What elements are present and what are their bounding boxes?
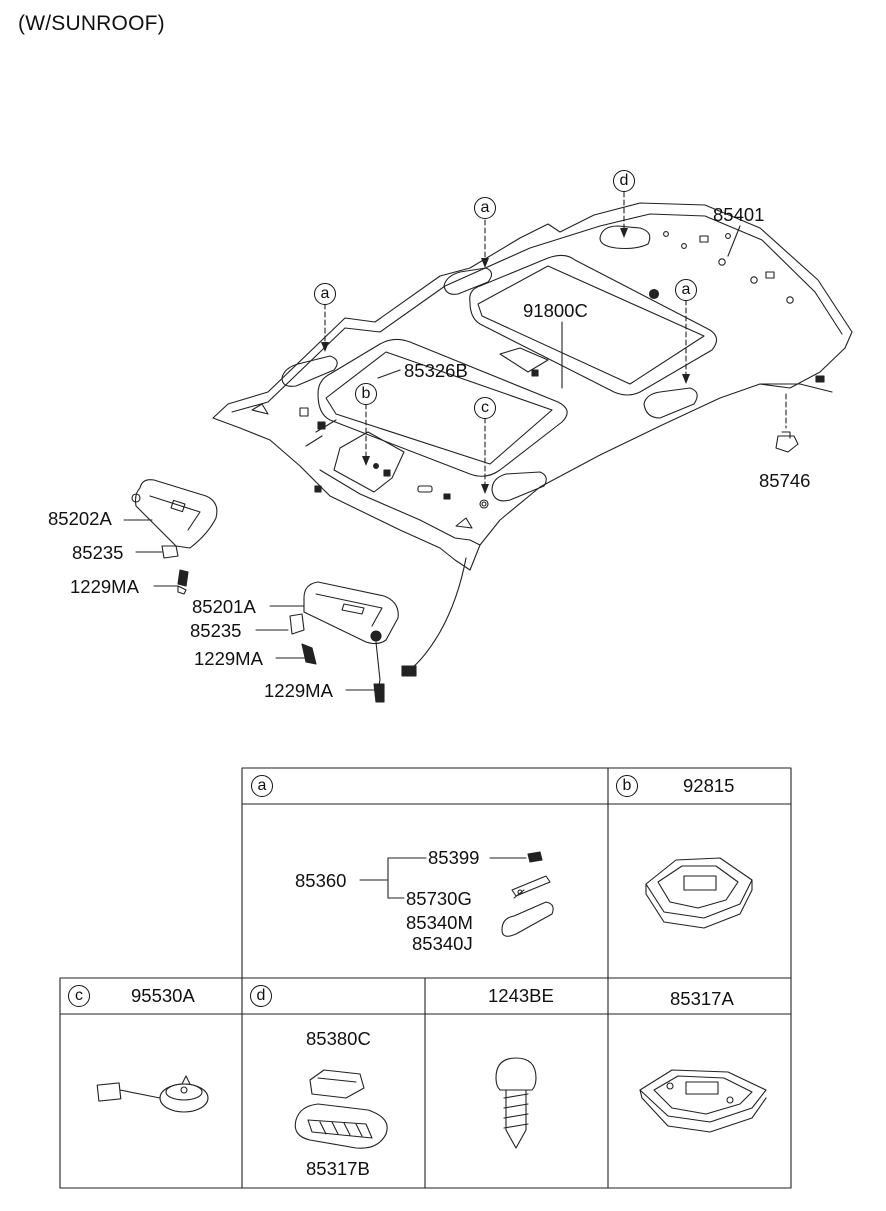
callout-d: d [613, 170, 635, 192]
part-label-91800C: 91800C [523, 300, 588, 321]
diagram-title: (W/SUNROOF) [18, 12, 165, 35]
callout-a-right: a [675, 279, 697, 301]
table-part-1243BE: 1243BE [488, 985, 554, 1006]
table-callout-b: b [616, 775, 638, 797]
callout-leaders [324, 191, 787, 489]
table-part-95530A: 95530A [131, 985, 195, 1006]
arrow-heads [321, 228, 690, 494]
headliner-drawing [212, 202, 853, 677]
callout-b: b [355, 383, 377, 405]
cell-b-drawing [645, 857, 753, 929]
table-part-85340M: 85340M [406, 912, 473, 933]
table-part-85317A: 85317A [670, 988, 734, 1009]
part-label-85401: 85401 [713, 204, 765, 225]
table-part-85380C: 85380C [306, 1028, 371, 1049]
cell-f-drawing [639, 1069, 767, 1133]
cell-d-drawings [294, 1069, 388, 1149]
table-callout-c: c [68, 985, 90, 1007]
sunvisor-85202A-drawing [131, 479, 218, 595]
part-label-85326B: 85326B [404, 360, 468, 381]
table-part-85360: 85360 [295, 870, 347, 891]
callout-a-rear: a [474, 197, 496, 219]
table-callout-d: d [250, 985, 272, 1007]
part-label-1229MA-upper: 1229MA [70, 576, 139, 597]
part-label-85746: 85746 [759, 470, 811, 491]
cell-e-drawing [495, 1057, 537, 1149]
table-part-85399: 85399 [428, 847, 480, 868]
table-part-85317B: 85317B [306, 1158, 370, 1179]
part-leaders [123, 225, 741, 691]
part-label-1229MA-lower: 1229MA [264, 680, 333, 701]
part-label-1229MA-middle: 1229MA [194, 648, 263, 669]
part-label-85202A: 85202A [48, 508, 112, 529]
part-label-85235-upper: 85235 [72, 542, 124, 563]
part-label-85201A: 85201A [192, 596, 256, 617]
part-label-85235-lower: 85235 [190, 620, 242, 641]
table-callout-a: a [251, 775, 273, 797]
table-part-85340J: 85340J [412, 933, 473, 954]
sunvisor-85201A-drawing [289, 581, 399, 703]
clip-85746-drawing [775, 431, 799, 453]
table-part-92815: 92815 [683, 775, 735, 796]
parts-table-grid [59, 767, 792, 1189]
cell-c-drawing [96, 1075, 209, 1113]
cell-a-drawings [501, 851, 554, 937]
callout-c: c [474, 397, 496, 419]
table-part-85730G: 85730G [406, 888, 472, 909]
callout-a-left: a [314, 283, 336, 305]
